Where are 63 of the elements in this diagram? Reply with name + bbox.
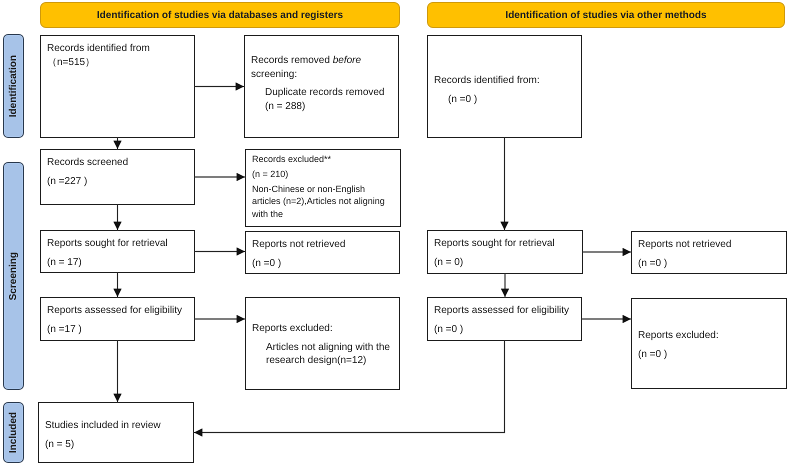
box-heading: Reports assessed for eligibility <box>434 304 570 318</box>
box-heading: Records removed before screening: <box>251 54 362 81</box>
process-box <box>427 297 582 341</box>
arrow <box>500 274 510 297</box>
box-detail: (n =0 ) <box>638 348 668 361</box>
box-detail: (n =0 ) <box>434 322 464 336</box>
box-detail: Articles not aligning with the research design(n=12) <box>265 340 391 368</box>
box-detail: Duplicate records removed (n = 288) <box>264 86 386 113</box>
box-heading: Reports not retrieved <box>252 238 346 252</box>
process-box <box>427 35 582 138</box>
arrow <box>500 138 509 230</box>
process-box <box>244 35 399 138</box>
process-box <box>245 297 400 390</box>
box-detail: (n =17 ) <box>47 322 83 336</box>
arrow <box>113 341 122 402</box>
box-heading: Records excluded** <box>252 153 332 166</box>
box-heading: Studies included in review <box>45 419 162 432</box>
arrow <box>194 341 506 437</box>
arrow <box>195 247 245 256</box>
box-detail: (n = 17) <box>47 256 83 269</box>
phase-band <box>3 162 24 390</box>
box-heading: Records identified from: <box>434 74 541 88</box>
phase-band <box>3 34 24 138</box>
arrow <box>195 172 245 182</box>
box-detail: (n = 0) <box>434 256 464 269</box>
process-box <box>40 149 195 205</box>
process-box <box>40 297 195 341</box>
box-heading: Records screened <box>47 156 130 170</box>
phase-band <box>3 402 24 463</box>
section-header: Identification of studies via databases and registers <box>40 2 400 28</box>
process-box <box>631 298 787 389</box>
box-heading: Records identified from（n=515） <box>47 42 151 69</box>
arrow <box>113 205 122 230</box>
arrow <box>195 82 244 91</box>
arrow <box>583 248 631 256</box>
process-box <box>38 402 194 463</box>
phase-label: Included <box>8 412 19 454</box>
section-header: Identification of studies via other methods <box>427 2 785 28</box>
box-heading: Reports excluded: <box>252 322 334 336</box>
phase-label: Screening <box>8 252 19 300</box>
arrow <box>113 273 122 297</box>
process-box <box>427 230 583 274</box>
box-heading: Reports sought for retrieval <box>434 237 556 250</box>
box-detail: (n =0 ) <box>638 256 668 270</box>
box-detail: Non-Chinese or non-English articles (n=2),Articles not aligning with the <box>252 183 386 220</box>
box-heading: Reports sought for retrieval <box>47 237 169 250</box>
box-detail: (n = 210) <box>252 168 290 180</box>
box-detail: (n =0 ) <box>252 256 282 270</box>
box-detail: (n = 5) <box>45 438 76 451</box>
arrow <box>113 138 122 149</box>
phase-label: Identification <box>8 54 19 118</box>
box-heading: Reports assessed for eligibility <box>47 304 184 318</box>
box-detail: (n =0 ) <box>447 92 478 106</box>
process-box <box>245 231 400 274</box>
process-box <box>245 149 401 227</box>
arrow <box>195 314 245 324</box>
process-box <box>631 231 787 274</box>
box-heading: Reports not retrieved <box>638 238 732 252</box>
box-detail: (n =227 ) <box>47 174 88 188</box>
box-heading: Reports excluded: <box>638 329 720 342</box>
process-box <box>40 230 195 273</box>
process-box <box>40 35 195 138</box>
arrow <box>582 314 631 324</box>
